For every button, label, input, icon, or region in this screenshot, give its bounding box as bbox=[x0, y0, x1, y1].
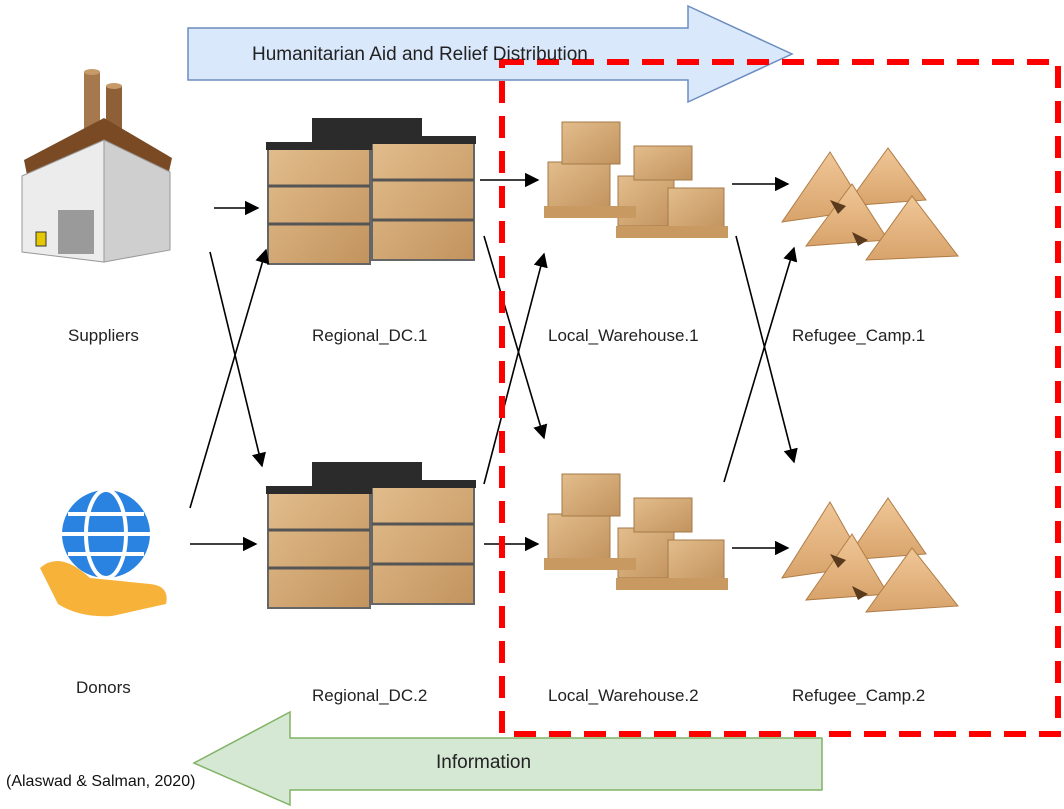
arrow-lw2-to-rc1 bbox=[723, 246, 798, 483]
regional-dc-1-icon bbox=[266, 118, 476, 265]
citation: (Alaswad & Salman, 2020) bbox=[6, 773, 196, 790]
refugee-camp-1-icon bbox=[780, 147, 959, 261]
local-warehouse-2-icon bbox=[544, 473, 728, 590]
suppliers-label: Suppliers bbox=[68, 326, 139, 345]
refugee-camp-1-label: Refugee_Camp.1 bbox=[792, 326, 926, 345]
donors-label: Donors bbox=[76, 678, 131, 697]
refugee-camp-2-icon bbox=[780, 497, 959, 613]
local-warehouse-1-icon bbox=[544, 121, 728, 238]
globe-hand-icon bbox=[40, 488, 167, 617]
arrow-dc2-to-lw1 bbox=[483, 252, 548, 485]
highlight-box bbox=[499, 59, 1061, 737]
refugee-camp-2-label: Refugee_Camp.2 bbox=[792, 686, 926, 705]
aid-flow-arrow bbox=[187, 4, 794, 104]
local-warehouse-1-label: Local_Warehouse.1 bbox=[548, 326, 699, 345]
local-warehouse-2-label: Local_Warehouse.2 bbox=[548, 686, 699, 705]
aid-flow-label: Humanitarian Aid and Relief Distribution bbox=[252, 44, 588, 65]
regional-dc-2-icon bbox=[266, 462, 476, 609]
regional-dc-2-label: Regional_DC.2 bbox=[312, 686, 428, 705]
arrow-donors-to-dc1 bbox=[189, 248, 270, 509]
information-flow-label: Information bbox=[436, 752, 532, 773]
arrow-suppliers-to-dc2 bbox=[209, 251, 266, 468]
information-flow-arrow bbox=[192, 710, 823, 807]
arrow-dc1-to-lw2 bbox=[483, 235, 548, 440]
arrow-lw1-to-rc2 bbox=[735, 235, 798, 464]
factory-icon bbox=[21, 69, 172, 263]
regional-dc-1-label: Regional_DC.1 bbox=[312, 326, 428, 345]
